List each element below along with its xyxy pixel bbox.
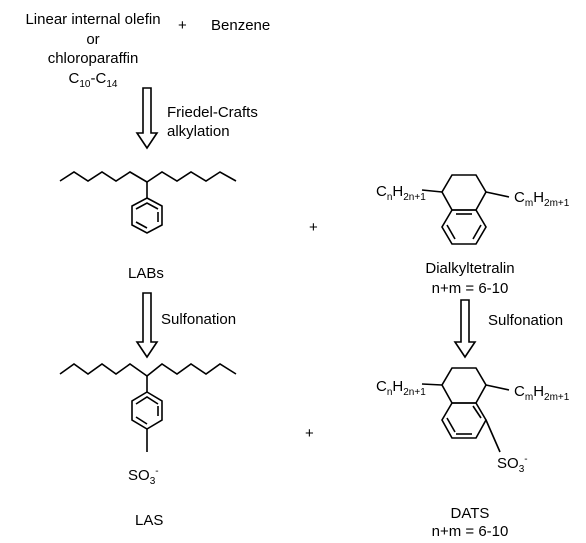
dialkyltetralin-label: Dialkyltetralin [425,260,515,277]
reaction-arrow-1 [135,87,159,150]
dats-right-chain: CmH2m+1 [514,383,570,403]
las-label: LAS [135,512,164,529]
dats-left-bond [421,383,443,386]
dats-saturated-ring [441,367,487,404]
olefin-line-2: or [86,31,100,48]
plus-reactants: + [178,17,187,34]
tetralin-aromatic-ring [441,209,487,245]
olefin-line-1: Linear internal olefin [25,11,161,28]
dats-molecule [421,367,510,453]
lab-left-chain [59,171,148,183]
labs-label: LABs [128,265,164,282]
tetralin-double-2 [472,224,482,240]
reaction-arrow-2 [135,292,159,359]
tetralin-molecule [421,174,510,245]
dats-double-1 [446,417,456,433]
dats-aromatic-ring [441,402,487,439]
dats-right-bond [485,384,510,391]
alkylation-label: alkylation [167,123,230,140]
olefin-line-3: chloroparaffin [47,50,139,67]
dats-range: n+m = 6-10 [431,523,509,540]
dats-label: DATS [450,505,490,522]
dats-sulfonate: SO3- [497,454,528,475]
friedel-crafts-label: Friedel-Crafts [167,104,258,121]
las-left-chain [59,363,148,377]
lab-ring-double-1 [135,202,159,210]
benzene-label: Benzene [211,17,271,34]
carbon-range: C10-C14 [68,70,118,90]
tetralin-right-bond [485,191,510,198]
las-molecule [59,363,237,452]
tetralin-double-1 [446,224,456,240]
lab-benzene-ring [131,197,163,234]
reaction-arrow-3 [453,299,477,359]
dats-left-chain: CnH2n+1 [376,378,426,398]
tetralin-left-chain: CnH2n+1 [376,183,426,203]
las-ring-double-1 [135,396,159,405]
plus-bottom: + [305,425,314,442]
lab-ring-double-2 [135,221,148,229]
las-right-chain [146,363,237,377]
tetralin-left-bond [421,189,443,193]
las-sulfonate: SO3- [128,466,159,487]
tetralin-range: n+m = 6-10 [431,280,509,297]
lab-molecule [59,171,237,234]
dats-double-3 [472,405,482,419]
sulfonation-right-label: Sulfonation [488,312,564,329]
lab-right-chain [146,171,237,183]
dats-sulfonate-bond [485,419,501,453]
sulfonation-left-label: Sulfonation [161,311,237,328]
plus-middle: + [309,219,318,236]
las-ring-double-2 [135,416,148,425]
tetralin-right-chain: CmH2m+1 [514,189,570,209]
tetralin-saturated-ring [441,174,487,211]
